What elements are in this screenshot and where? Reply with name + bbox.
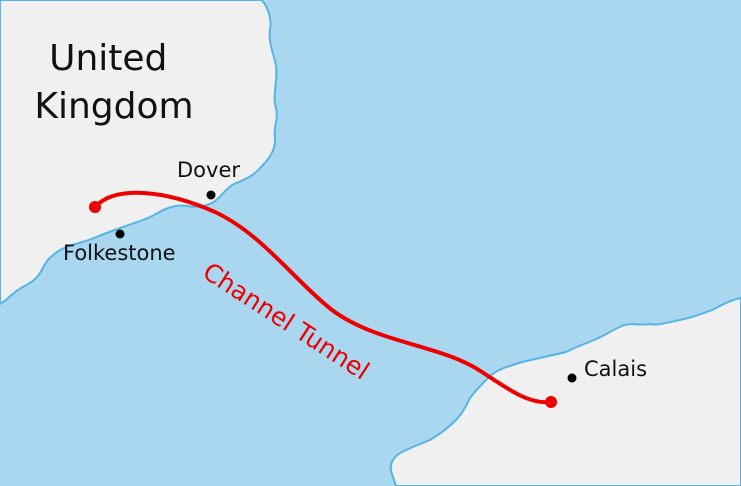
folkestone-marker	[115, 229, 125, 239]
calais-marker	[567, 373, 577, 383]
tunnel-endpoint-france	[545, 396, 557, 408]
folkestone-label: Folkestone	[63, 241, 176, 265]
france-land	[389, 297, 741, 486]
channel-tunnel-route	[93, 190, 552, 405]
country-label-line1: United	[49, 38, 167, 79]
dover-marker	[206, 190, 216, 200]
country-label-uk: United Kingdom	[34, 38, 193, 127]
country-label-line2: Kingdom	[34, 86, 193, 127]
tunnel-endpoint-uk	[89, 201, 101, 213]
calais-label: Calais	[584, 357, 647, 381]
dover-label: Dover	[177, 158, 240, 182]
